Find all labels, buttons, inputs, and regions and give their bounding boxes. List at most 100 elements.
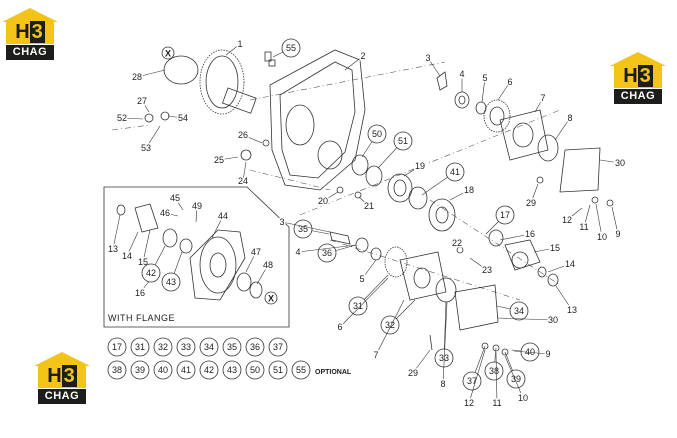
callout-9b: 9 (513, 348, 552, 361)
legend-circle (268, 337, 288, 357)
logo-word: CHAG (38, 389, 86, 404)
callout-leader-line (218, 156, 239, 161)
legend-number: 37 (273, 342, 283, 352)
callout-number: 23 (482, 265, 492, 275)
callout-8: 8 (554, 112, 574, 141)
callout-leader-line (504, 355, 524, 399)
callout-12: 12 (560, 207, 583, 227)
callout-number: 49 (192, 201, 202, 211)
legend-number: 36 (250, 342, 260, 352)
callout-11: 11 (578, 204, 591, 234)
callout-leader-line (566, 207, 583, 221)
callout-14b: 14 (547, 258, 577, 273)
top-right-part-chain (436, 71, 601, 193)
small-hardware (144, 111, 614, 356)
callout-leader-line (136, 69, 166, 78)
logo-digit-3: 3 (61, 365, 77, 387)
callout-44: 44 (211, 210, 230, 239)
callout-number: 32 (385, 320, 395, 330)
legend-circle (130, 337, 150, 357)
logo-word: CHAG (614, 89, 662, 104)
optional-legend-item: 35 (222, 337, 242, 357)
callout-54: 54 (167, 112, 190, 125)
callout-22: 22 (450, 237, 463, 250)
callout-42: 42 (141, 245, 166, 283)
callout-leader-line (141, 100, 150, 113)
callout-circle (509, 301, 529, 321)
callout-leader-line (403, 165, 421, 177)
callout-leader-line (256, 264, 269, 285)
optional-legend-item: 43 (222, 360, 242, 380)
callout-leader-line (281, 221, 331, 233)
callout-leader-line (412, 349, 431, 374)
callout-47: 47 (245, 246, 263, 273)
logo-roof-shape (610, 52, 666, 66)
callout-number: 31 (353, 301, 363, 311)
callout-leader-line (469, 257, 488, 271)
callout-leader-line (513, 350, 549, 355)
callout-17: 17 (485, 205, 515, 235)
callout-leader-line (427, 57, 441, 77)
optional-legend-item: 37 (268, 337, 288, 357)
legend-number: 39 (135, 365, 145, 375)
callout-number: 7 (540, 93, 545, 103)
callout-leader-line (121, 117, 144, 120)
callout-circle (484, 361, 504, 381)
callout-6: 6 (497, 76, 514, 101)
legend-circle (245, 360, 265, 380)
callout-number: 19 (415, 161, 425, 171)
callout-16b: 16 (499, 228, 537, 241)
callout-number: 14 (122, 251, 132, 261)
optional-legend-item: 32 (153, 337, 173, 357)
callout-circle (161, 272, 181, 292)
callout-number: 26 (238, 130, 248, 140)
callout-number: 29 (408, 368, 418, 378)
callout-number: 9 (545, 349, 550, 359)
legend-circle (268, 360, 288, 380)
legend-number: 43 (227, 365, 237, 375)
callout-number: 37 (467, 376, 477, 386)
callout-leader-line (555, 285, 573, 311)
legend-number: 40 (158, 365, 168, 375)
callout-leader-line (242, 161, 247, 182)
callout-number: 5 (482, 73, 487, 83)
callout-6b: 6 (336, 277, 389, 334)
callout-leader-line (242, 134, 263, 144)
legend-circle (176, 337, 196, 357)
callout-11b: 11 (491, 351, 503, 410)
callout-52: 52 (115, 112, 144, 125)
callout-number: 13 (567, 305, 577, 315)
callout-leader-line (554, 117, 571, 141)
callout-leader-line (167, 115, 184, 119)
with-flange-inset (103, 186, 290, 328)
lower-part-chain (329, 231, 499, 331)
callout-circle (367, 124, 387, 144)
callout-number: 3 (425, 53, 430, 63)
callout-leader-line (322, 191, 339, 202)
optional-legend-item: 34 (199, 337, 219, 357)
with-flange-label: WITH FLANGE (108, 313, 175, 323)
callout-number: 15 (550, 243, 560, 253)
callout-number: 53 (141, 143, 151, 153)
callout-number: 40 (525, 347, 535, 357)
cross-symbol-text: X (165, 49, 171, 59)
callout-34: 34 (496, 301, 529, 321)
callout-number: 47 (251, 247, 261, 257)
optional-legend-item: 42 (199, 360, 219, 380)
callout-4: 4 (458, 68, 466, 92)
legend-number: 42 (204, 365, 214, 375)
callout-30: 30 (599, 157, 627, 170)
cross-symbol-inset: X (264, 291, 278, 305)
legend-circle (153, 360, 173, 380)
callout-number: 35 (298, 224, 308, 234)
callout-21: 21 (358, 196, 376, 213)
callout-number: 25 (214, 155, 224, 165)
callout-32: 32 (380, 299, 416, 335)
callout-37: 37 (462, 345, 486, 391)
callout-18: 18 (449, 184, 476, 201)
callout-number: 55 (286, 43, 296, 53)
callout-number: 5 (359, 274, 364, 284)
